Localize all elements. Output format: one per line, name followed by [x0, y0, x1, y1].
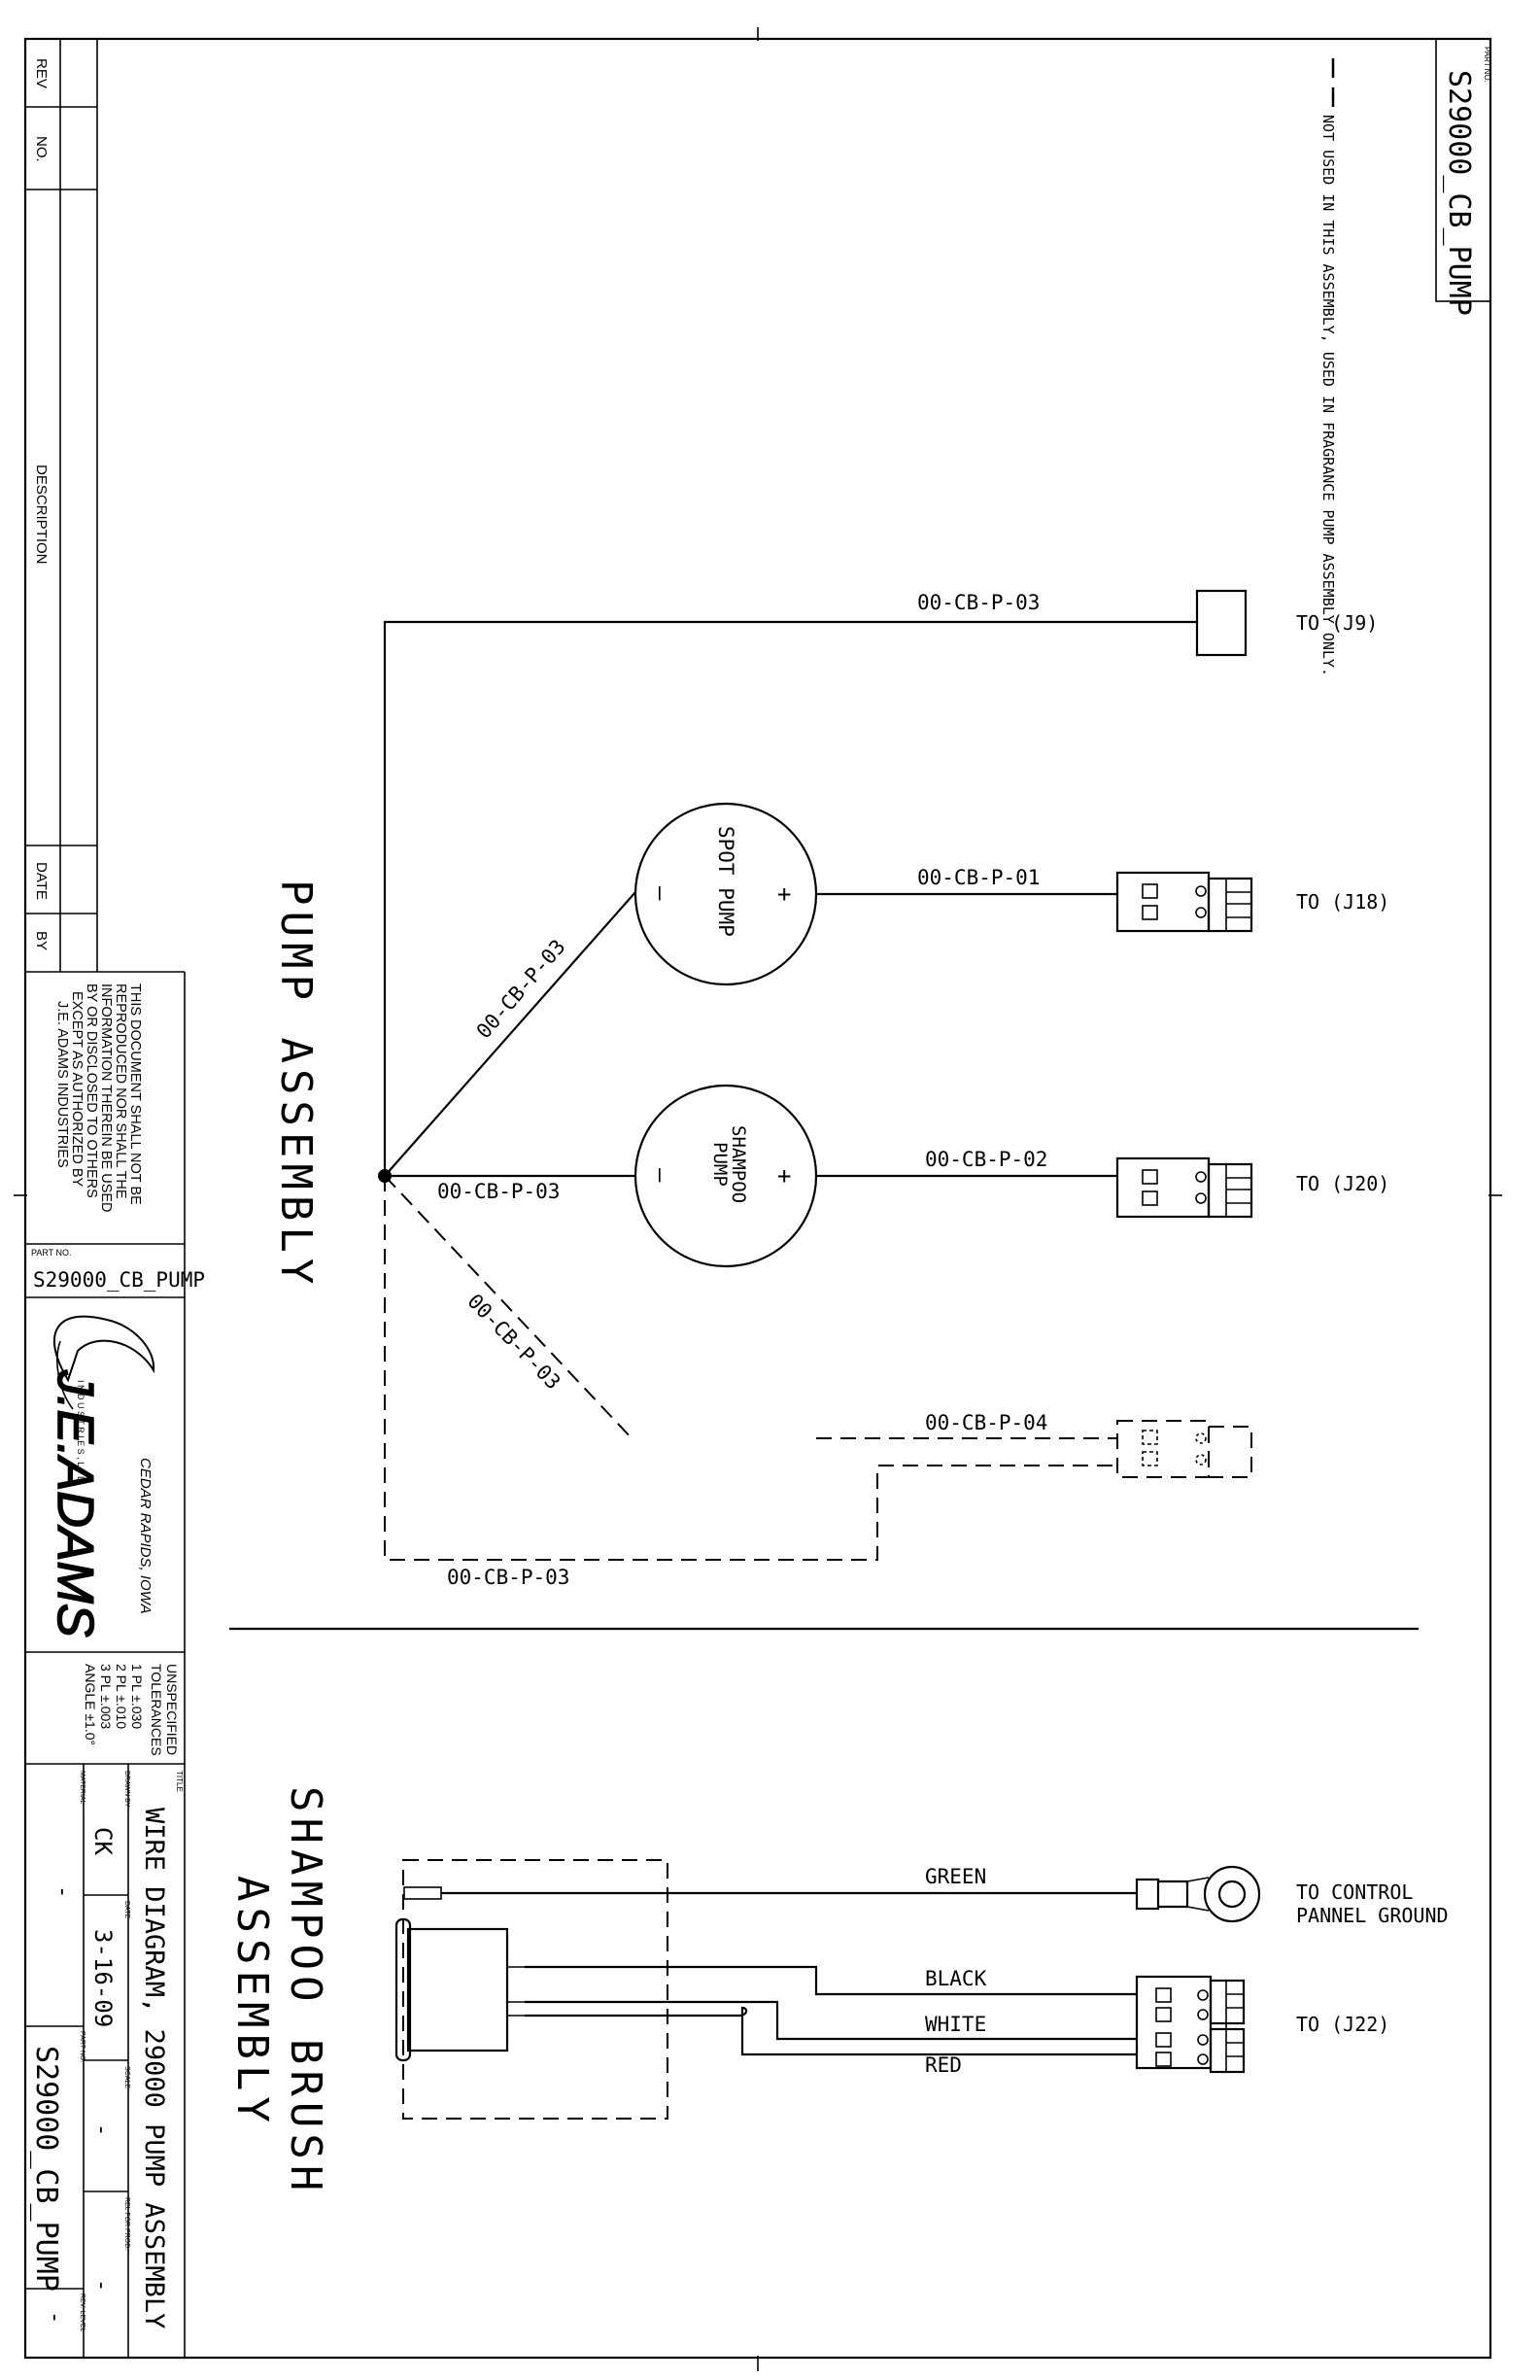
part-no-value: S29000_CB_PUMP [33, 1268, 205, 1292]
to-j20-label: TO (J20) [1296, 1172, 1389, 1195]
release-label: REL FOR PROD. [123, 2197, 130, 2250]
wire-white [525, 2000, 1137, 2041]
wire-black [525, 1965, 1137, 1996]
wire-00-cb-p-03-unused-diagonal [384, 1175, 634, 1441]
wire-label-j9: 00-CB-P-03 [917, 591, 1040, 614]
material-label: MATERIAL [79, 1771, 86, 1805]
wire-label-01: 00-CB-P-01 [917, 866, 1040, 889]
logo-subtitle: I N D U S T R I E S , L T D [76, 1380, 86, 1483]
title-label: TITLE [175, 1771, 184, 1792]
drawing-title: WIRE DIAGRAM, 29000 PUMP ASSEMBLY [139, 1808, 169, 2328]
scale-value: - [89, 2123, 114, 2136]
rev-level-label: REV. LEVEL [79, 2294, 86, 2332]
rev-header: REV [33, 58, 50, 88]
ring-terminal [1135, 1865, 1261, 1923]
wire-label-03-bottom: 00-CB-P-03 [447, 1566, 569, 1589]
disclaimer-line-3: INFORMATION THEREIN BE USED [98, 983, 114, 1213]
part-no-value-2: S29000_CB_PUMP [29, 2046, 63, 2292]
tolerance-3pl: 3 PL ±.003 [98, 1664, 114, 1729]
shampoo-pump-label-2: PUMP [709, 1142, 731, 1187]
part-number-tab: PART NO. S29000_CB_PUMP [1435, 38, 1491, 316]
rev-level-value: - [43, 2311, 67, 2324]
company-city: CEDAR RAPIDS, IOWA [137, 1458, 154, 1614]
part-no-label-2: PART NO. [79, 2031, 86, 2062]
shampoo-pump-minus: – [647, 1168, 674, 1183]
drawn-by-value: CK [89, 1827, 117, 1855]
green-wire-terminal [403, 1886, 442, 1900]
ground-label-2: PANNEL GROUND [1296, 1904, 1449, 1927]
spot-pump-plus: + [777, 880, 791, 908]
disclaimer-line-2: REPRODUCED NOR SHALL THE [113, 983, 128, 1199]
company-logo: J.E.ADAMS I N D U S T R I E S , L T D [46, 1315, 155, 1638]
brush-assembly-heading-2: ASSEMBLY [227, 1876, 277, 2128]
part-number-block: PART NO. S29000_CB_PUMP [25, 1248, 205, 1298]
spot-pump-label: SPOT PUMP [714, 826, 737, 937]
tolerances-title: UNSPECIFIED [164, 1664, 180, 1755]
note-block: NOT USED IN THIS ASSEMBLY, USED IN FRAGR… [1319, 58, 1337, 676]
switch-enclosure [402, 1859, 668, 2120]
date-value: 3-16-09 [89, 1929, 117, 2027]
wire-label-black: BLACK [925, 1967, 987, 1990]
wire-00-cb-p-03-j9 [383, 620, 1197, 1176]
wire-label-03-diagonal: 00-CB-P-03 [472, 935, 570, 1043]
revision-table: REV NO. DESCRIPTION DATE BY [25, 39, 185, 973]
release-value: - [89, 2279, 114, 2292]
scale-label: SCALE [123, 2066, 130, 2088]
disclaimer-line-6: J.E. ADAMS INDUSTRIES [54, 1001, 70, 1168]
material-value: - [51, 1885, 75, 1898]
pump-assembly-heading: PUMP ASSEMBLY [271, 880, 321, 1290]
wire-label-white: WHITE [925, 2013, 986, 2036]
pump-assembly: PUMP ASSEMBLY 00-CB-P-03 TO (J9) SPOT PU… [271, 589, 1389, 1589]
shampoo-brush-assembly: SHAMPOO BRUSH ASSEMBLY GREEN TO CONTROL … [227, 1786, 1449, 2196]
date-header: DATE [33, 862, 50, 900]
no-header: NO. [33, 136, 50, 162]
brush-assembly-heading-1: SHAMPOO BRUSH [281, 1786, 330, 2196]
spot-pump-minus: – [647, 886, 674, 901]
tolerances-title-2: TOLERANCES [149, 1664, 164, 1756]
tolerance-angle: ANGLE ±1.0° [83, 1664, 98, 1745]
part-tab-label: PART NO. [1483, 47, 1491, 83]
ground-label-1: TO CONTROL [1296, 1880, 1413, 1904]
tolerances-block: UNSPECIFIED TOLERANCES 1 PL ±.030 2 PL ±… [25, 1664, 185, 1765]
disclaimer-line-1: THIS DOCUMENT SHALL NOT BE [127, 983, 143, 1205]
wire-red [525, 2006, 1137, 2056]
connector-j9 [1195, 589, 1248, 657]
rocker-switch-symbol [394, 1917, 525, 2062]
shampoo-pump-plus: + [777, 1162, 791, 1190]
company-logo-block: J.E.ADAMS I N D U S T R I E S , L T D CE… [25, 1315, 185, 1653]
by-header: BY [33, 931, 50, 950]
wire-label-04: 00-CB-P-04 [925, 1411, 1047, 1434]
drawn-by-label: DRAWN BY [123, 1771, 130, 1808]
to-j9-label: TO (J9) [1296, 611, 1378, 635]
sheet-border [14, 27, 1502, 2371]
wire-00-cb-p-03-spot [384, 891, 636, 1177]
to-j22-label: TO (J22) [1296, 2013, 1389, 2036]
wire-label-green: GREEN [925, 1865, 986, 1888]
connector-j20 [1115, 1156, 1253, 1219]
disclaimer-block: THIS DOCUMENT SHALL NOT BE REPRODUCED NO… [25, 972, 186, 2358]
description-header: DESCRIPTION [33, 465, 50, 565]
date-label: DATE [123, 1901, 130, 1918]
title-block: TITLE WIRE DIAGRAM, 29000 PUMP ASSEMBLY … [25, 1764, 184, 2358]
note-text: NOT USED IN THIS ASSEMBLY, USED IN FRAGR… [1319, 115, 1337, 676]
shampoo-pump-label-1: SHAMPOO [728, 1125, 749, 1203]
part-no-label: PART NO. [31, 1248, 72, 1258]
to-j18-label: TO (J18) [1296, 890, 1389, 914]
part-tab-value: S29000_CB_PUMP [1442, 70, 1476, 316]
wire-label-03-shampoo: 00-CB-P-03 [437, 1180, 560, 1203]
tolerance-1pl: 1 PL ±.030 [129, 1664, 145, 1729]
connector-j22 [1135, 1975, 1246, 2074]
connector-j18 [1115, 871, 1253, 933]
wire-label-02: 00-CB-P-02 [925, 1148, 1047, 1171]
tolerance-2pl: 2 PL ±.010 [114, 1664, 129, 1729]
disclaimer-line-4: BY OR DISCLOSED TO OTHERS [84, 983, 99, 1198]
wire-label-red: RED [925, 2053, 962, 2077]
connector-unused-p04 [1116, 1420, 1252, 1478]
logo-wordmark: J.E.ADAMS [47, 1369, 103, 1638]
wire-label-03-dashed: 00-CB-P-03 [462, 1290, 565, 1395]
disclaimer-line-5: EXCEPT AS AUTHORIZED BY [69, 991, 85, 1188]
wire-00-cb-p-03-unused-loop [384, 1176, 1117, 1561]
